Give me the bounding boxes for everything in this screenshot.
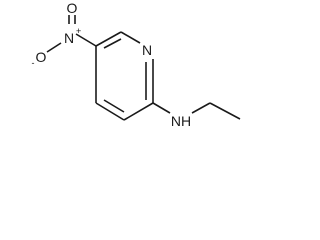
bond-ring-double-c2-c3 (103, 38, 122, 49)
atom-label-nitro-oxygen-left: O (36, 49, 47, 65)
bond-c6-amine (152, 102, 171, 114)
bond-ring-c6-c5 (123, 102, 154, 121)
charge-nitro-oxygen-left: - (32, 58, 35, 68)
structure-diagram: N NH N + O O - (32, 0, 241, 129)
charge-nitro-nitrogen: + (76, 26, 81, 36)
bond-ring-c3-c2 (95, 31, 122, 47)
bond-amine-ch2 (191, 102, 211, 114)
bond-c3-nitro-n (75, 33, 97, 47)
atom-label-ring-nitrogen: N (142, 42, 152, 58)
bond-nitro-n-o-left (46, 42, 62, 53)
bond-ring-c5-c4 (95, 102, 125, 121)
atom-label-amine: NH (171, 113, 191, 129)
bond-ring-double-c4-c5 (103, 99, 125, 113)
bond-ring-c2-n1 (120, 31, 141, 44)
bond-ch2-ch3 (209, 102, 241, 120)
atom-label-nitro-nitrogen: N (64, 30, 74, 46)
atom-label-nitro-oxygen-top: O (67, 0, 78, 16)
